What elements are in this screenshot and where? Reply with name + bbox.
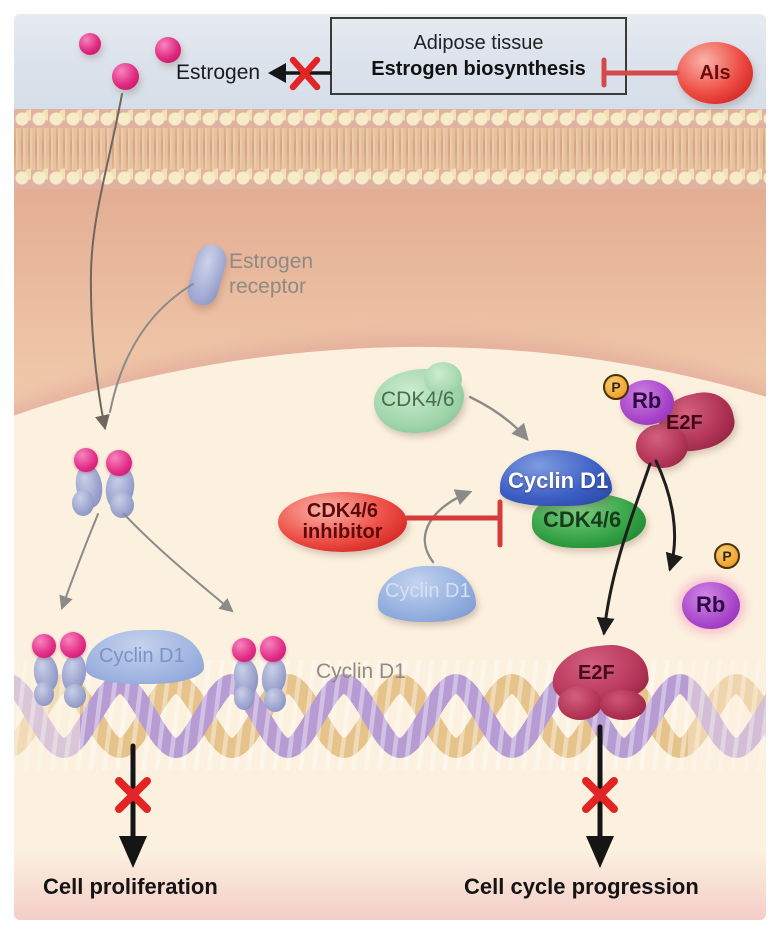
ais-oval: AIs <box>677 42 753 104</box>
e2f-dna-label: E2F <box>578 662 615 684</box>
receptor-lobe <box>110 492 134 518</box>
cell-proliferation-label: Cell proliferation <box>43 874 218 899</box>
cyclin-d1-active-label: Cyclin D1 <box>508 468 609 493</box>
estrogen-dot <box>106 450 132 476</box>
estrogen-dot <box>74 448 98 472</box>
estrogen-receptor-label: Estrogen receptor <box>229 250 314 298</box>
receptor-lobe <box>34 682 54 706</box>
receptor-lobe <box>64 684 86 708</box>
rb-bound-blob <box>620 380 674 425</box>
rb-e2f-complex: Rb E2F P <box>600 370 740 474</box>
cyclin-d1-gene-blob <box>86 630 204 684</box>
phosphate-free-badge: P <box>714 543 740 569</box>
e2f-bound-label: E2F <box>666 412 703 434</box>
receptor-lobe <box>234 686 254 710</box>
estrogen-dot <box>32 634 56 658</box>
e2f-dna-lobe <box>600 690 646 720</box>
cdk46-free-bump <box>424 362 462 396</box>
cdk46-inhibitor-oval: CDK4/6 inhibitor <box>278 492 407 552</box>
estrogen-biosynthesis-label: Estrogen biosynthesis <box>371 57 586 80</box>
rb-bound-label: Rb <box>632 388 662 413</box>
lipid-heads-top <box>14 109 766 130</box>
cyclin-d1-gene-text: Cyclin D1 <box>316 660 406 683</box>
lipid-heads-bottom <box>14 168 766 189</box>
receptor-lobe <box>264 688 286 712</box>
cyclin-d1-free-blob <box>378 566 476 622</box>
phosphate-badge: P <box>603 374 629 400</box>
er-dimer-on-dna <box>30 630 100 710</box>
cell-membrane <box>14 109 766 189</box>
e2f-on-dna: E2F <box>549 641 656 728</box>
rb-free-blob <box>682 582 740 629</box>
estrogen-dot <box>232 638 256 662</box>
estrogen-dot <box>112 63 139 90</box>
cyclin-d1-gene-blob-label: Cyclin D1 <box>99 645 185 667</box>
ais-label: AIs <box>699 61 731 84</box>
estrogen-dot <box>60 632 86 658</box>
estrogen-label: Estrogen <box>176 61 261 84</box>
adipose-tissue-label: Adipose tissue <box>413 31 544 54</box>
estrogen-receptor-dimer <box>70 446 144 518</box>
cyclin-d1-free-label: Cyclin D1 <box>385 580 471 602</box>
adipose-tissue-box: Adipose tissue Estrogen biosynthesis <box>330 17 627 95</box>
receptor-lobe <box>72 490 94 516</box>
rb-free-label: Rb <box>696 592 726 617</box>
cdk46-active-label: CDK4/6 <box>543 507 622 532</box>
e2f-dna-lobe <box>558 686 602 720</box>
estrogen-dot <box>155 37 181 63</box>
er-dimer-on-dna <box>230 634 300 714</box>
cdk46-inhibitor-label-line2: inhibitor <box>302 521 383 543</box>
cdk46-free-label: CDK4/6 <box>381 388 455 411</box>
estrogen-dot <box>260 636 286 662</box>
phosphate-label: P <box>611 379 621 395</box>
lipid-tails <box>14 128 766 170</box>
estrogen-dot <box>79 33 101 55</box>
cdk46-inhibitor-label-line1: CDK4/6 <box>306 500 379 522</box>
phosphate-free-label: P <box>722 548 732 564</box>
cell-cycle-progression-label: Cell cycle progression <box>464 874 699 899</box>
